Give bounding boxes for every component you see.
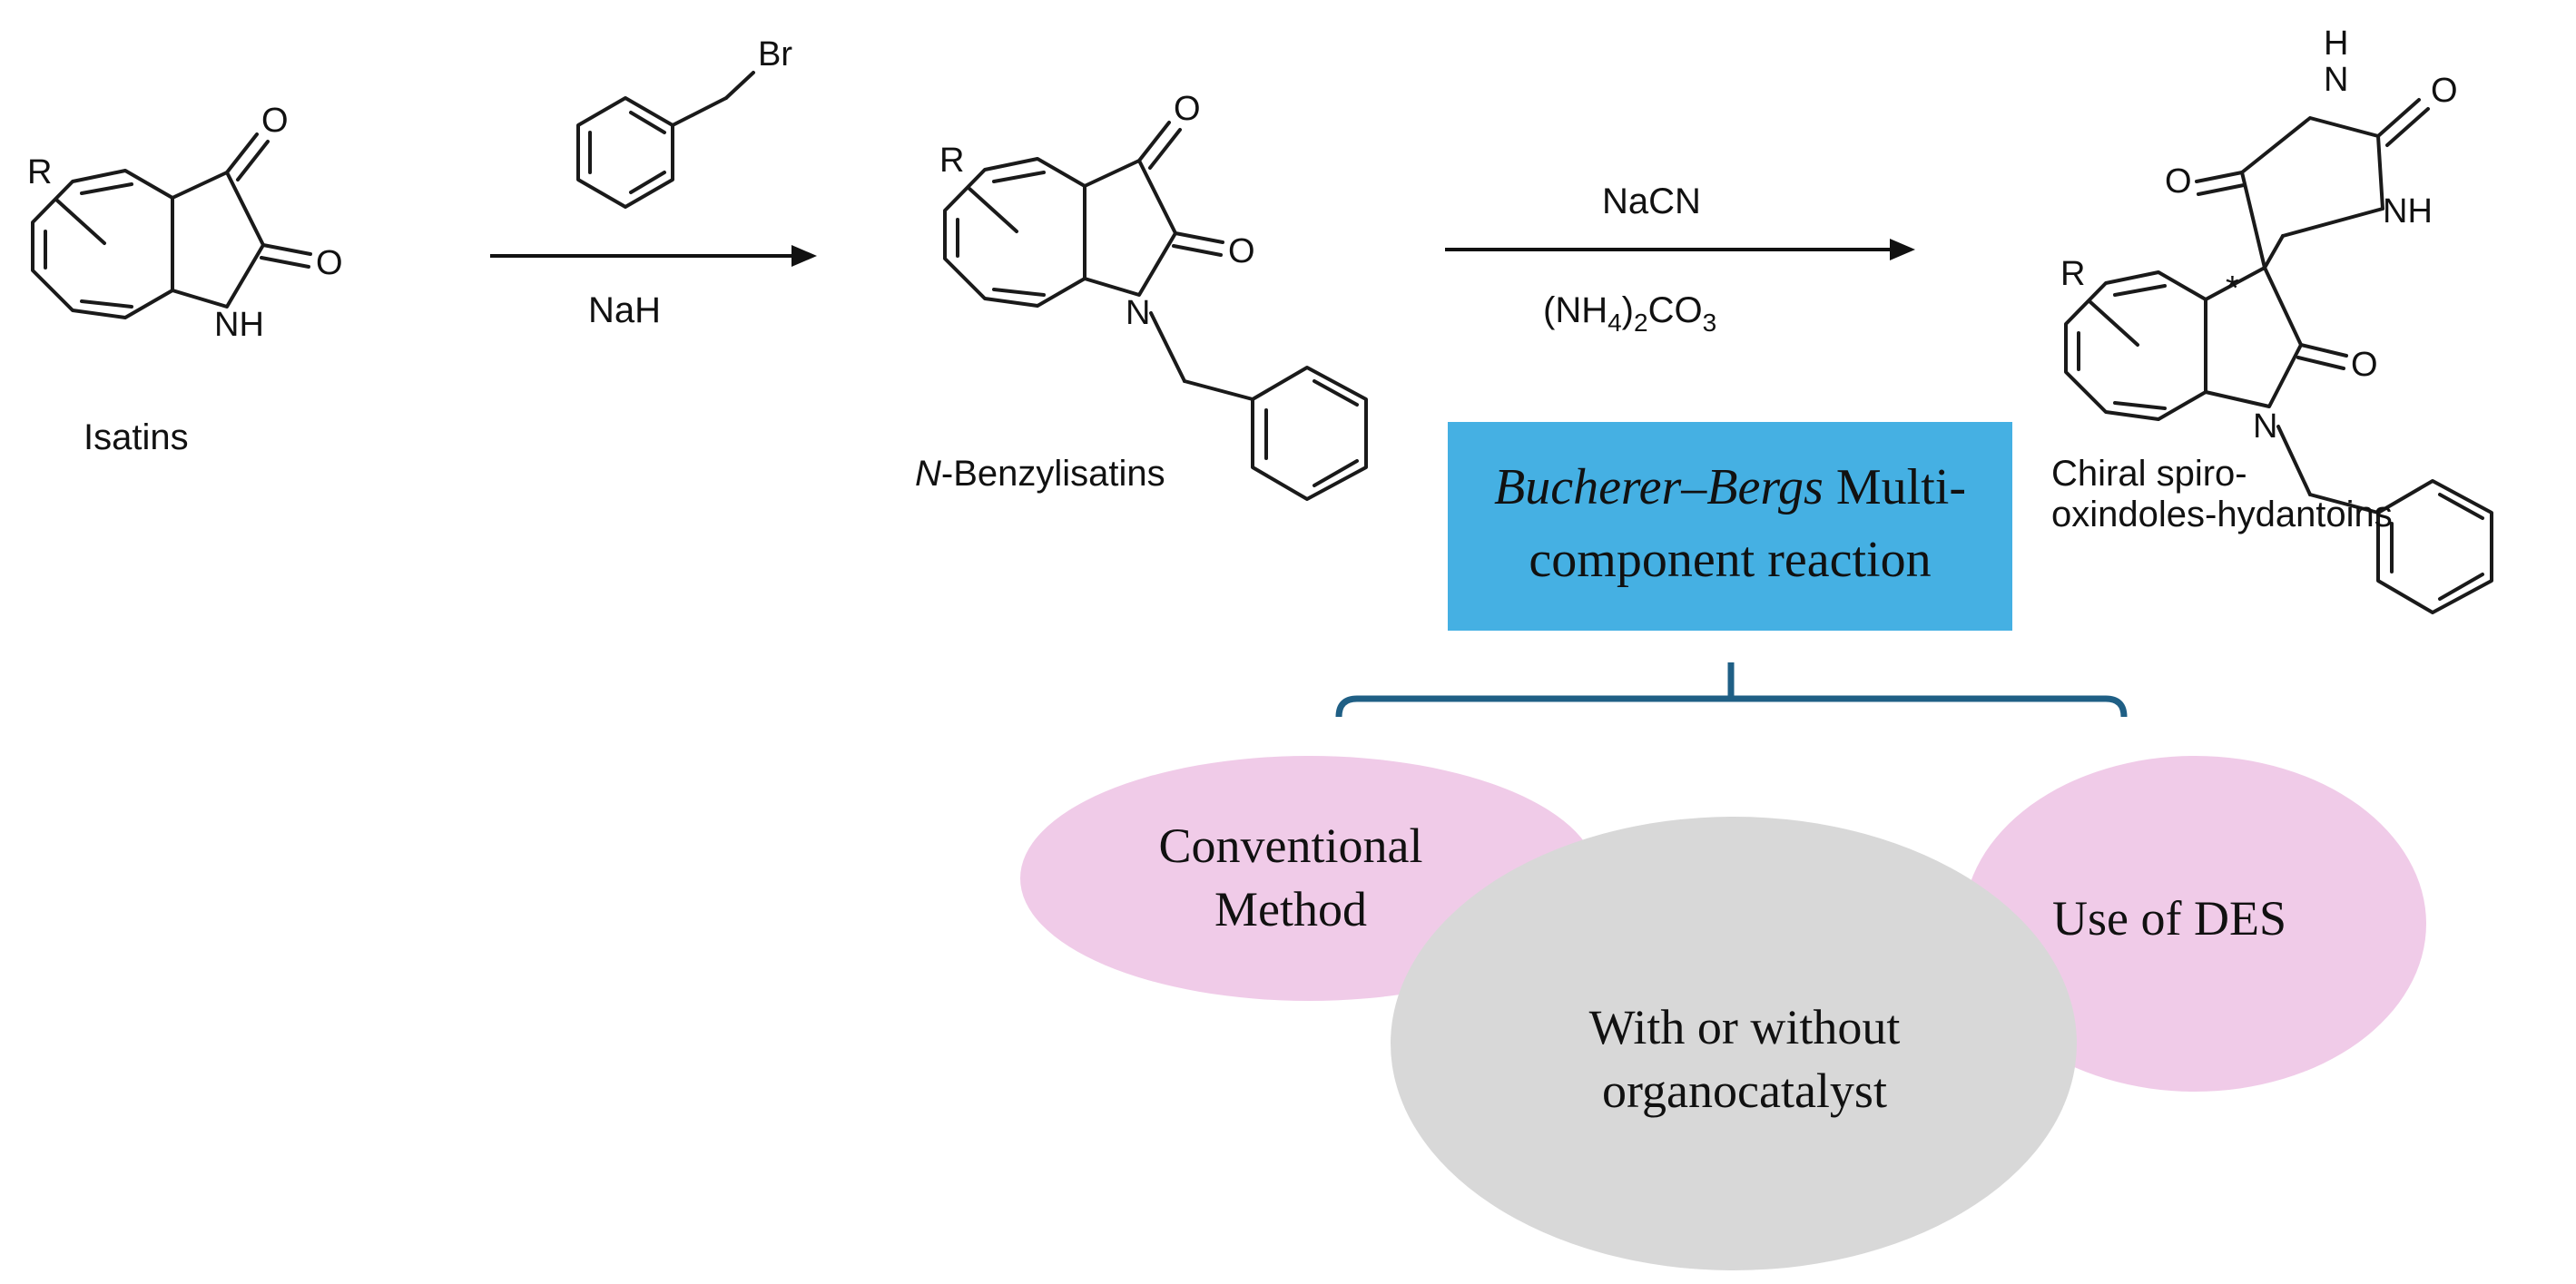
method-des: Use of DES <box>1963 756 2426 1092</box>
isatin-o3-label: O <box>261 102 289 140</box>
product-label-line2: oxindoles-hydantoins <box>2051 495 2393 534</box>
benzylisatin-r-label: R <box>939 142 964 180</box>
method-des-label: Use of DES <box>2052 891 2286 946</box>
benzylisatin-o3-label: O <box>1174 90 1201 128</box>
reaction-type-box: Bucherer–Bergs Multi- component reaction <box>1448 422 2012 631</box>
product-label-line1: Chiral spiro- <box>2051 454 2247 494</box>
product-n-label: N <box>2253 407 2277 446</box>
isatin-r-label: R <box>27 153 52 191</box>
product-nh-right: NH <box>2383 192 2433 230</box>
method-conventional-line1: Conventional <box>1159 818 1423 873</box>
method-organocatalyst-bubble <box>1391 817 2077 1270</box>
isatins-label: Isatins <box>84 417 189 457</box>
step2-reagent-ammonium-carbonate: (NH4)2CO3 <box>1543 290 1716 337</box>
benzylisatin-o2-label: O <box>1228 232 1255 270</box>
product-r-label: R <box>2060 255 2085 293</box>
stereocenter-star: * <box>2226 270 2239 308</box>
step1-reagent-nah: NaH <box>588 290 661 330</box>
isatin-o2-label: O <box>316 244 343 282</box>
product-o-hydantoin-right: O <box>2431 72 2458 110</box>
product-o-hydantoin-left: O <box>2165 162 2192 201</box>
spiro-hydantoin-structure: R O O H N NH O N * <box>2060 25 2493 614</box>
method-conventional-line2: Method <box>1214 882 1367 936</box>
benzylisatin-n-label: N <box>1126 294 1150 332</box>
benzyl-bromide-structure: Br <box>576 35 792 209</box>
product-nh-top-n: N <box>2324 61 2348 99</box>
method-organocatalyst: With or without organocatalyst <box>1391 817 2077 1270</box>
n-benzylisatin-structure: R O O N <box>939 90 1368 501</box>
method-organocatalyst-line1: With or without <box>1589 1000 1901 1054</box>
step2-arrow <box>1445 239 1915 260</box>
reaction-type-box-bg <box>1448 422 2012 631</box>
step2-reagent-nacn: NaCN <box>1602 181 1701 221</box>
isatin-structure: R O O NH <box>27 102 343 344</box>
reaction-type-line2: component reaction <box>1529 532 1931 588</box>
isatin-nh-label: NH <box>214 306 264 344</box>
method-des-bubble <box>1963 756 2426 1092</box>
method-bracket <box>1335 662 2128 718</box>
product-o-oxindole: O <box>2351 346 2378 384</box>
reaction-type-line1: Bucherer–Bergs Multi- <box>1494 459 1966 515</box>
method-organocatalyst-line2: organocatalyst <box>1602 1063 1887 1118</box>
step1-arrow <box>490 245 817 267</box>
product-nh-top-h: H <box>2324 25 2348 63</box>
n-benzylisatins-label: N-Benzylisatins <box>915 454 1165 494</box>
bromine-label: Br <box>758 35 792 74</box>
